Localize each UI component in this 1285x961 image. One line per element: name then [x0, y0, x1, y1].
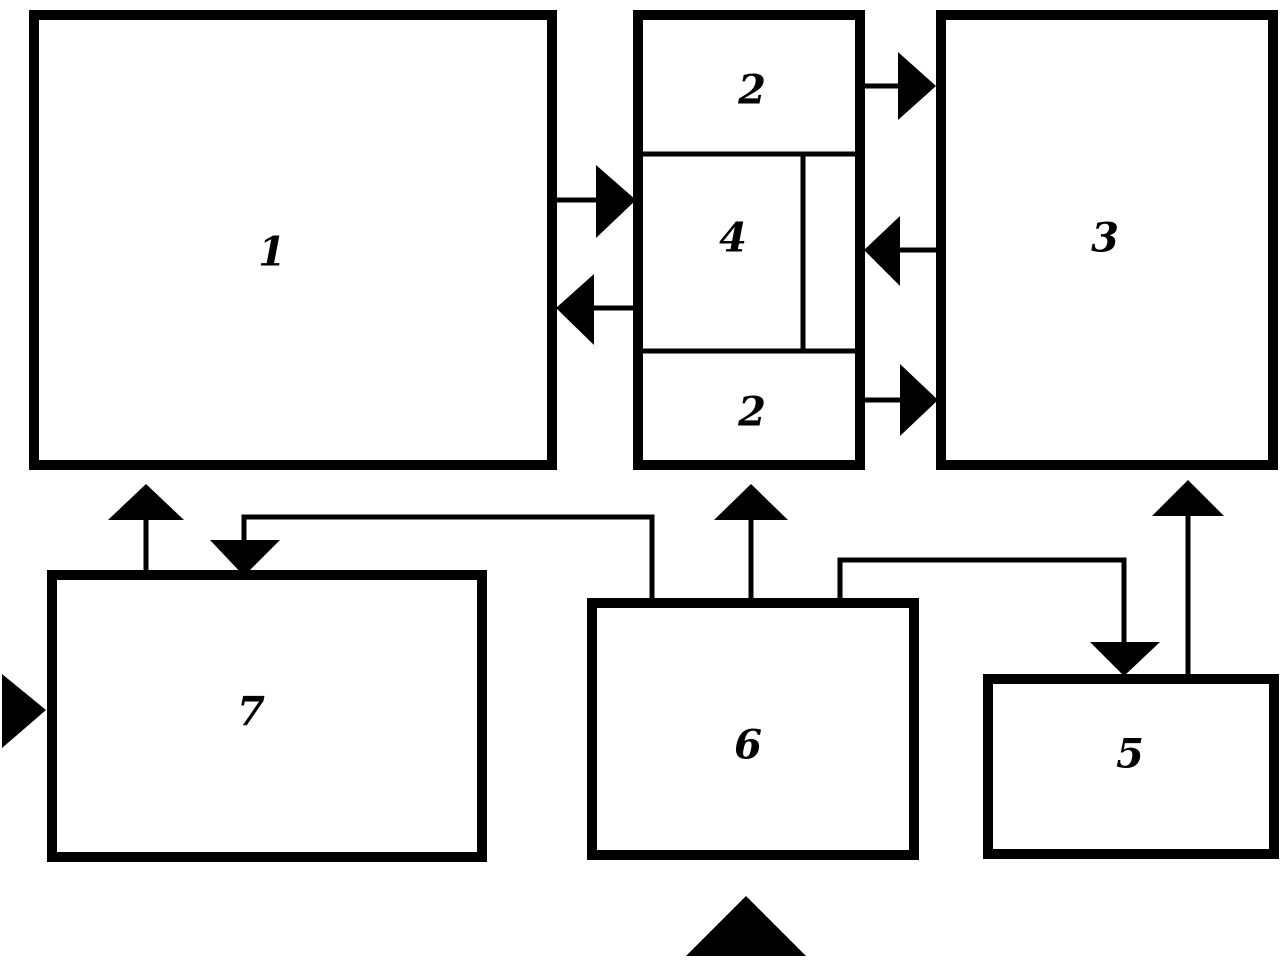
block-3 [936, 10, 1278, 470]
block-6 [587, 598, 919, 860]
block-2-4-2-module [633, 10, 865, 470]
block-7-label: 7 [237, 689, 265, 736]
block-5 [983, 674, 1279, 859]
block-2-bottom-label: 2 [737, 389, 766, 436]
input-arrow-6 [686, 896, 806, 956]
block-1-label: 1 [258, 229, 286, 276]
arrow-6-to-7 [210, 514, 655, 603]
block-1 [29, 10, 557, 470]
arrow-3-to-4 [864, 216, 941, 286]
arrow-5-to-3 [1152, 480, 1224, 679]
arrow-6-to-module [714, 484, 788, 603]
input-arrow-7 [2, 674, 46, 748]
arrow-2bottom-to-3 [861, 364, 938, 436]
block-6-label: 6 [734, 722, 762, 769]
block-3-label: 3 [1091, 215, 1119, 262]
arrow-2top-to-3 [861, 52, 936, 120]
block-4-label: 4 [719, 215, 747, 262]
block-7 [47, 570, 487, 862]
block-2-top-label: 2 [737, 67, 766, 114]
block-5-label: 5 [1116, 731, 1144, 778]
arrow-7-to-1 [108, 484, 184, 575]
arrow-1-to-4 [553, 165, 636, 238]
arrow-4-to-1 [556, 274, 639, 345]
arrow-6-to-5 [837, 557, 1160, 676]
